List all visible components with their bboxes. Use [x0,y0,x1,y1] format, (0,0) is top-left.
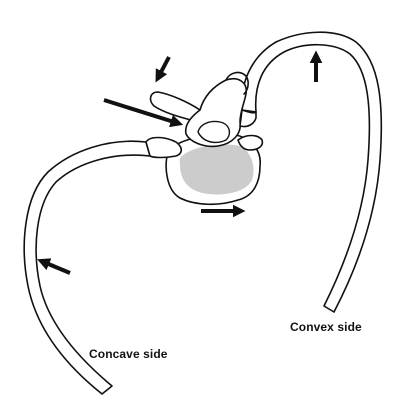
concave-side-rib [23,140,151,395]
label-convex-side: Convex side [290,320,362,334]
left-rib-head [145,136,183,159]
arrow-small-top [155,56,171,83]
right-lower-facet [237,134,264,151]
convex-side-rib [241,31,383,313]
spinal-canal [197,120,231,144]
vertebral-body-shading [179,144,254,195]
label-concave-side: Concave side [89,347,168,361]
arrow-long-rotation [103,98,184,128]
right-transverse-process [239,109,257,128]
spinous-process [225,71,249,95]
arrow-concave-in [37,258,71,275]
